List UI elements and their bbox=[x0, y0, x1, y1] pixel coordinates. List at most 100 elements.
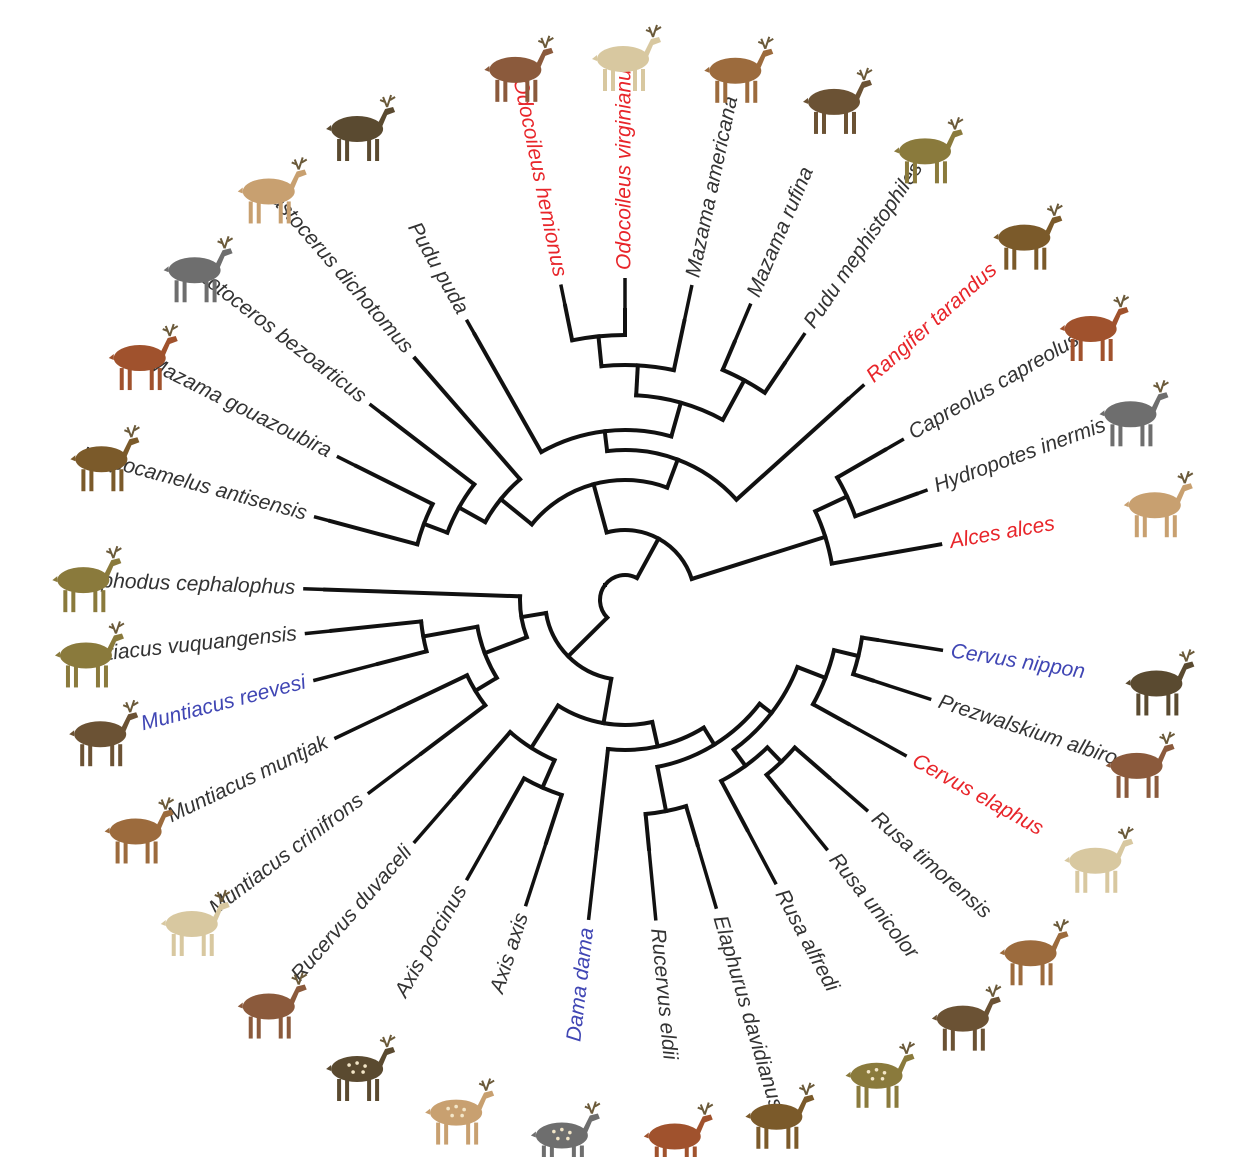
spotted-deer-illustration bbox=[531, 1102, 600, 1157]
moose-illustration bbox=[1124, 471, 1193, 537]
tree-arc bbox=[837, 478, 855, 517]
leaf-branch bbox=[313, 664, 378, 681]
taxon-label: Cervus elaphus bbox=[909, 749, 1048, 840]
tree-branch bbox=[597, 749, 608, 848]
tree-branch bbox=[652, 722, 657, 746]
deer-illustration bbox=[1125, 649, 1194, 715]
tree-branch bbox=[332, 621, 422, 630]
tree-branch bbox=[325, 590, 520, 597]
tree-branch bbox=[767, 775, 789, 802]
tree-branch bbox=[565, 306, 572, 340]
tree-branch bbox=[692, 537, 826, 579]
leaf-branch bbox=[561, 284, 565, 306]
leaf-branch bbox=[784, 333, 805, 364]
leaf-branch bbox=[466, 320, 474, 335]
tree-branch bbox=[813, 704, 848, 723]
leaf-branch bbox=[684, 285, 692, 321]
tree-branch bbox=[674, 321, 684, 370]
deer-illustration bbox=[1106, 732, 1175, 798]
tree-branch bbox=[646, 814, 649, 849]
leaf-branch bbox=[414, 357, 415, 359]
tree-branch bbox=[837, 450, 885, 478]
deer-illustration bbox=[644, 1103, 713, 1157]
tree-branch bbox=[723, 342, 735, 370]
taxon-label: Axis axis bbox=[485, 910, 533, 998]
taxon-label: Rusa unicolor bbox=[824, 849, 923, 964]
tree-arc bbox=[524, 778, 562, 795]
reindeer-illustration bbox=[993, 204, 1062, 270]
tree-branch bbox=[736, 399, 847, 499]
tree-branch bbox=[454, 732, 510, 796]
tree-branch bbox=[765, 364, 785, 393]
tree-branch bbox=[357, 466, 433, 504]
leaf-branch bbox=[829, 777, 868, 811]
tree-branch bbox=[855, 494, 916, 516]
leaf-branch bbox=[466, 822, 499, 880]
leaf-branch bbox=[734, 304, 750, 343]
taxon-label: Pudu puda bbox=[403, 218, 473, 318]
tree-branch bbox=[637, 539, 659, 578]
tree-branch bbox=[721, 781, 747, 830]
tree-branch bbox=[415, 358, 520, 479]
spotted-deer-illustration bbox=[326, 1035, 395, 1101]
leaf-branch bbox=[848, 724, 907, 756]
tree-branch bbox=[501, 499, 532, 524]
taxon-label: Rucervus duvaceli bbox=[287, 840, 418, 986]
tree-arc bbox=[467, 675, 485, 705]
deer-illustration bbox=[238, 973, 307, 1039]
deer-illustration bbox=[932, 985, 1001, 1051]
taxon-label: Odocoileus hemionus bbox=[509, 76, 572, 279]
tree-branch bbox=[421, 705, 485, 753]
leaf-branch bbox=[525, 843, 546, 907]
taxon-label: Rangifer tarandus bbox=[862, 258, 1002, 387]
leaf-branch bbox=[877, 640, 943, 650]
tree-branch bbox=[605, 431, 607, 451]
deer-illustration bbox=[704, 37, 773, 103]
spotted-deer-illustration bbox=[846, 1042, 915, 1108]
tree-branches bbox=[325, 306, 940, 849]
tree-branch bbox=[686, 806, 697, 844]
taxon-label: Pudu mephistophiles bbox=[799, 157, 927, 332]
tree-branch bbox=[598, 336, 601, 366]
taxon-label: Cervus nippon bbox=[949, 639, 1086, 683]
tree-branch bbox=[459, 508, 485, 523]
tree-branch bbox=[568, 618, 607, 657]
tree-branch bbox=[667, 460, 678, 488]
tree-branch bbox=[760, 704, 772, 713]
deer-illustration bbox=[326, 95, 395, 161]
leaf-branch bbox=[747, 830, 776, 885]
tree-branch bbox=[604, 679, 612, 723]
tree-branch bbox=[834, 650, 858, 656]
leaf-branch bbox=[368, 753, 422, 793]
deer-illustration bbox=[1064, 827, 1133, 893]
tree-arc bbox=[600, 575, 637, 618]
tree-branch bbox=[767, 747, 781, 761]
taxon-label: Mazama rufina bbox=[742, 164, 817, 301]
tree-branch bbox=[423, 627, 477, 637]
tree-branch bbox=[853, 674, 872, 680]
taxon-label: Axis porcinus bbox=[389, 881, 472, 1003]
tree-branch bbox=[797, 667, 825, 678]
leaf-branch bbox=[314, 517, 330, 521]
leaf-branch bbox=[305, 631, 332, 634]
leaf-branch bbox=[414, 796, 455, 843]
tree-branch bbox=[485, 637, 527, 653]
taxon-label: Muntiacus muntjak bbox=[164, 730, 333, 827]
taxon-label: Mazama americana bbox=[681, 94, 742, 279]
tree-branch bbox=[521, 613, 546, 617]
taxon-label: Dama dama bbox=[562, 926, 598, 1042]
tree-arc bbox=[813, 650, 834, 704]
taxon-label: Rucervus eldii bbox=[646, 927, 682, 1062]
tree-branch bbox=[723, 380, 744, 420]
taxon-label: Hydropotes inermis bbox=[931, 413, 1109, 497]
leaf-branch bbox=[589, 848, 597, 920]
tree-branch bbox=[671, 403, 681, 437]
taxon-label: Elaphurus davidianus bbox=[709, 913, 788, 1113]
tree-branch bbox=[399, 675, 467, 707]
tree-branch bbox=[704, 728, 715, 745]
spotted-deer-illustration bbox=[425, 1079, 494, 1145]
deer-illustration bbox=[1099, 380, 1168, 446]
